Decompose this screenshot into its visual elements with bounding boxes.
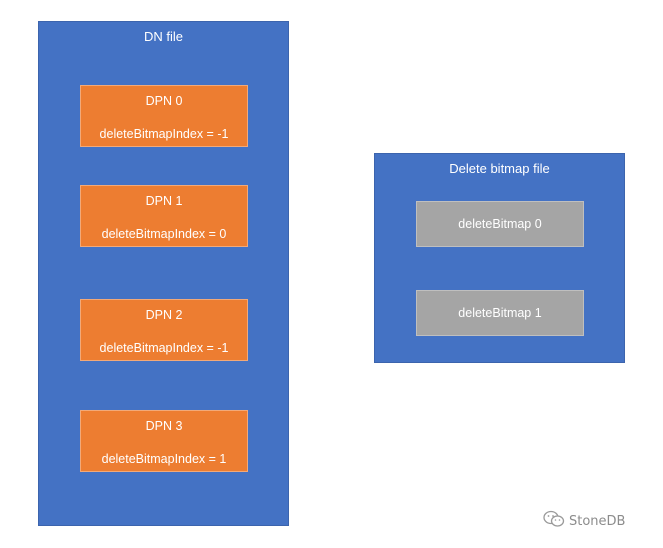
dpn-delete-bitmap-index: deleteBitmapIndex = 0 (101, 227, 227, 241)
delete-bitmap-file-title: Delete bitmap file (449, 161, 550, 176)
dpn-delete-bitmap-index: deleteBitmapIndex = -1 (99, 341, 229, 355)
dpn-name: DPN 3 (145, 419, 183, 433)
delete-bitmap-box: deleteBitmap 1 (416, 290, 584, 336)
delete-bitmap-box: deleteBitmap 0 (416, 201, 584, 247)
dpn-delete-bitmap-index: deleteBitmapIndex = -1 (99, 127, 229, 141)
dpn-box: DPN 0 deleteBitmapIndex = -1 (80, 85, 248, 147)
dpn-delete-bitmap-index: deleteBitmapIndex = 1 (101, 452, 227, 466)
watermark: StoneDB (543, 510, 626, 532)
dn-file-title: DN file (143, 29, 183, 44)
dpn-box: DPN 1 deleteBitmapIndex = 0 (80, 185, 248, 247)
dpn-name: DPN 0 (145, 94, 183, 108)
dpn-name: DPN 1 (145, 194, 183, 208)
dpn-name: DPN 2 (145, 308, 183, 322)
dn-file-container: DN file DPN 0 deleteBitmapIndex = -1 DPN… (38, 21, 289, 526)
wechat-icon (543, 510, 569, 532)
dpn-box: DPN 3 deleteBitmapIndex = 1 (80, 410, 248, 472)
delete-bitmap-file-container: Delete bitmap file deleteBitmap 0 delete… (374, 153, 625, 363)
watermark-text: StoneDB (569, 513, 626, 529)
dpn-box: DPN 2 deleteBitmapIndex = -1 (80, 299, 248, 361)
